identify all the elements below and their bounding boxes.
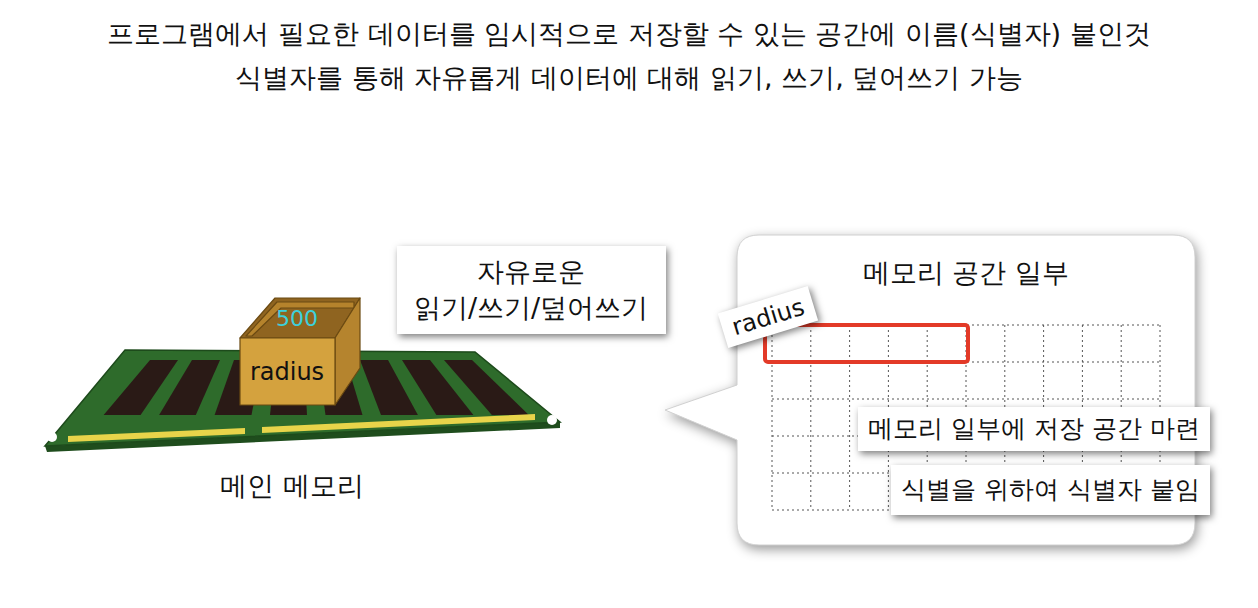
callout-bubble: 메모리 공간 일부radius메모리 일부에 저장 공간 마련식별을 위하여 식… <box>737 235 1195 545</box>
note-text: 메모리 일부에 저장 공간 마련 <box>868 412 1200 446</box>
memory-chip <box>159 360 220 415</box>
grid-line <box>772 325 773 510</box>
note-box: 식별을 위하여 식별자 붙임 <box>891 465 1210 515</box>
box-front <box>240 338 335 405</box>
note-box: 메모리 일부에 저장 공간 마련 <box>858 407 1210 451</box>
diagram-title: 프로그램에서 필요한 데이터를 임시적으로 저장할 수 있는 공간에 이름(식별… <box>107 16 1150 52</box>
note-text: 식별을 위하여 식별자 붙임 <box>901 473 1200 507</box>
gold-contacts <box>68 414 535 442</box>
gold-contact-strip <box>262 414 535 433</box>
board-notch <box>547 415 557 425</box>
variable-name: radius <box>250 356 324 388</box>
allocated-region <box>765 325 968 362</box>
text-word: 읽기/쓰기/덮어쓰기 <box>414 292 648 323</box>
board-notch <box>47 432 57 442</box>
note-box: 자유로운 읽기/쓰기/덮어쓰기 <box>397 246 666 335</box>
component-label: 메인 메모리 <box>220 468 364 504</box>
grid-line <box>772 399 1160 400</box>
box-side <box>335 298 360 405</box>
note-text: 자유로운 읽기/쓰기/덮어쓰기 <box>413 254 650 327</box>
variable-box: 500 radius <box>236 296 364 408</box>
stored-value: 500 <box>276 304 318 334</box>
grid-line <box>810 325 811 510</box>
memory-chip <box>444 360 529 415</box>
text-word: 자유로운 <box>477 256 585 287</box>
grid-line <box>849 325 850 510</box>
gold-contact-strip <box>68 428 245 442</box>
subtitle: 식별자를 통해 자유롭게 데이터에 대해 읽기, 쓰기, 덮어쓰기 가능 <box>235 60 1023 96</box>
box-inner-wall <box>246 302 354 336</box>
